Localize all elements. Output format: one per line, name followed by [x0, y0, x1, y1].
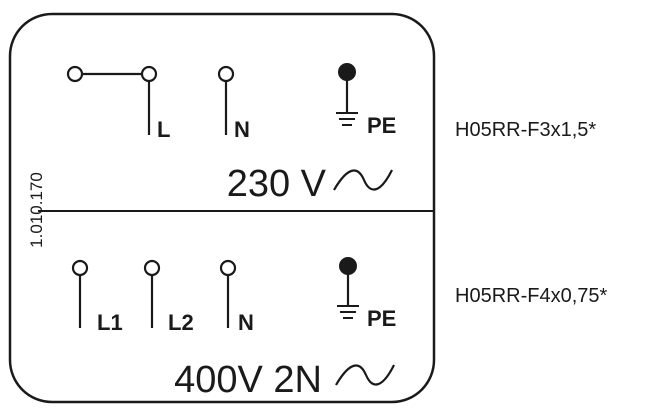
- terminal-label-l2: L2: [168, 310, 194, 335]
- ac-wave-icon: [333, 169, 393, 191]
- earth-label-pe: PE: [367, 113, 396, 138]
- terminal-icon: [143, 259, 161, 328]
- terminal-label-l: L: [157, 117, 170, 142]
- terminal-label-n: N: [234, 117, 250, 142]
- terminal-label-n: N: [238, 310, 254, 335]
- terminal-icon: [66, 65, 84, 83]
- terminal-icon: [71, 259, 89, 328]
- outer-frame: [8, 12, 436, 404]
- cable-label-top: H05RR-F3x1,5*: [455, 119, 596, 141]
- cable-label-bottom: H05RR-F4x0,75*: [455, 285, 608, 307]
- ac-wave-icon: [335, 364, 395, 386]
- terminal-icon: [219, 259, 237, 328]
- earth-icon: [336, 63, 358, 126]
- terminal-icon: [217, 65, 235, 135]
- part-number: 1.010.170: [27, 172, 46, 248]
- bottom-section: L1 L2 N PE 400V 2N: [71, 257, 396, 401]
- voltage-label: 230 V: [227, 163, 327, 205]
- voltage-label: 400V 2N: [174, 359, 322, 401]
- earth-icon: [337, 257, 359, 319]
- earth-label-pe: PE: [367, 306, 396, 331]
- terminal-label-l1: L1: [97, 310, 123, 335]
- terminal-icon: [140, 65, 158, 135]
- top-section: L N PE 230 V: [66, 63, 396, 205]
